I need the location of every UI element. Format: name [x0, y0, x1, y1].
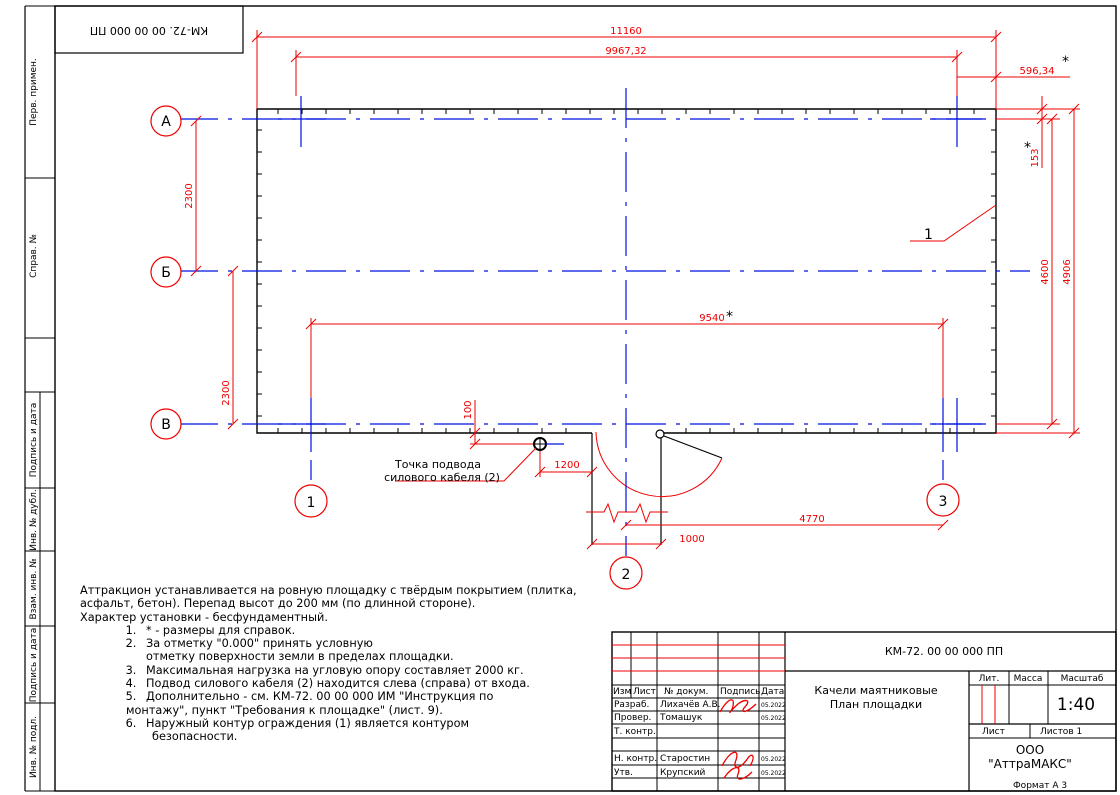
svg-text:Томашук: Томашук: [659, 713, 703, 723]
strip-inv-dubl: Инв. № дубл.: [29, 489, 39, 551]
rotated-doc-code: КМ-72. 00 00 000 ПП: [90, 24, 208, 37]
axis-bubble-b: Б: [150, 256, 182, 288]
title-block: Изм Лист № докум. Подпись Дата Разраб. Л…: [611, 631, 1117, 792]
tb-format: Формат А 3: [1013, 781, 1067, 791]
dim-9967: 9967,32: [605, 46, 646, 57]
signature-razrab: [719, 699, 757, 714]
tb-name-2: План площадки: [830, 698, 922, 711]
callout-fence-number: 1: [924, 227, 933, 243]
dim-1000: 1000: [679, 534, 704, 545]
strip-sprav-no: Справ. №: [29, 234, 39, 278]
svg-text:05.2022: 05.2022: [761, 770, 786, 777]
svg-text:№ докум.: № докум.: [664, 687, 708, 697]
strip-podpis-data-2: Подпись и дата: [29, 628, 39, 703]
note-6: Наружный контур ограждения (1) является …: [140, 717, 600, 744]
svg-text:Лист: Лист: [633, 687, 656, 697]
svg-text:В: В: [161, 417, 171, 433]
svg-text:Утв.: Утв.: [614, 768, 633, 778]
svg-text:Листов 1: Листов 1: [1040, 727, 1082, 737]
note-1: * - размеры для справок.: [140, 624, 600, 637]
note-intro-3: Характер установки - бесфундаментный.: [80, 610, 328, 624]
svg-text:3: 3: [939, 494, 948, 510]
svg-text:Лист: Лист: [982, 727, 1005, 737]
svg-text:Б: Б: [161, 265, 171, 281]
svg-text:05.2022: 05.2022: [761, 756, 786, 763]
left-strip: Перв. примен. Справ. № Подпись и дата Ин…: [24, 5, 55, 792]
rotated-code-box: КМ-72. 00 00 000 ПП: [54, 5, 244, 54]
dim-100: 100: [463, 400, 474, 419]
axis-lines: [178, 88, 1030, 556]
gate-hinge: [655, 429, 665, 439]
note-2: За отметку "0.000" принять условнуюотмет…: [140, 637, 600, 664]
svg-text:Н. контр.: Н. контр.: [614, 754, 657, 764]
notes: Аттракцион устанавливается на ровную пло…: [80, 584, 600, 744]
callouts: 1 Точка подвода силового кабеля (2): [384, 204, 997, 484]
svg-text:1: 1: [307, 495, 316, 511]
dimensions: [190, 30, 1080, 550]
svg-text:Дата: Дата: [761, 687, 784, 697]
tb-code: КМ-72. 00 00 000 ПП: [885, 645, 1003, 658]
svg-text:Т. контр.: Т. контр.: [613, 727, 656, 737]
dim-2300-upper: 2300: [184, 183, 195, 208]
tb-scale: 1:40: [1057, 695, 1095, 715]
dim-596: 596,34: [1020, 66, 1055, 77]
svg-text:Лихачёв А.В.: Лихачёв А.В.: [660, 700, 721, 710]
signature-utv: [723, 767, 753, 780]
dim-4770: 4770: [799, 514, 824, 525]
dim-1200: 1200: [554, 460, 579, 471]
svg-text:Масса: Масса: [1014, 674, 1043, 684]
dim-4600: 4600: [1040, 259, 1051, 284]
dim-4906: 4906: [1062, 259, 1073, 284]
svg-text:А: А: [161, 114, 171, 130]
axis-bubble-2: 2: [609, 556, 643, 590]
axis-bubble-1: 1: [294, 484, 328, 518]
svg-text:2: 2: [622, 567, 631, 583]
dim-596-star: *: [1062, 54, 1069, 70]
svg-text:Старостин: Старостин: [660, 754, 710, 764]
note-3: Максимальная нагрузка на угловую опору с…: [140, 664, 600, 677]
svg-text:05.2022: 05.2022: [761, 715, 786, 722]
sheet-frame: [54, 5, 1117, 792]
cable-label-line1: Точка подвода: [394, 458, 481, 471]
strip-vzam-inv: Взам. инв. №: [29, 558, 39, 619]
note-4: Подвод силового кабеля (2) находится сле…: [140, 677, 600, 690]
dim-153-star: *: [1024, 140, 1031, 156]
dim-2300-lower: 2300: [221, 380, 232, 405]
axis-bubble-v: В: [150, 408, 182, 440]
strip-inv-podl: Инв. № подл.: [29, 716, 39, 778]
svg-text:Изм: Изм: [613, 687, 631, 697]
axis-bubbles: А Б В 1 2 3: [150, 105, 960, 590]
dim-153: 153: [1030, 148, 1041, 167]
note-5: Дополнительно - см. КМ-72. 00 00 000 ИМ …: [126, 690, 600, 717]
svg-text:Разраб.: Разраб.: [614, 700, 649, 710]
note-intro-1: Аттракцион устанавливается на ровную пло…: [80, 584, 577, 597]
axis-bubble-a: А: [150, 105, 182, 137]
strip-perv-primen: Перв. примен.: [29, 58, 39, 126]
note-intro-2: асфальт, бетон). Перепад высот до 200 мм…: [80, 597, 476, 611]
svg-text:Лит.: Лит.: [979, 674, 1000, 684]
tb-org-1: ООО: [1016, 743, 1044, 757]
dim-9540-star: *: [726, 309, 733, 325]
axis-bubble-3: 3: [926, 483, 960, 517]
svg-text:05.2022: 05.2022: [761, 702, 786, 709]
strip-podpis-data-1: Подпись и дата: [29, 403, 39, 478]
svg-text:Крупский: Крупский: [660, 768, 706, 778]
svg-text:Провер.: Провер.: [614, 713, 651, 723]
dimension-labels: 11160 9967,32 596,34 * 153 * 4600 4906 2…: [184, 26, 1073, 545]
cable-label-line2: силового кабеля (2): [384, 471, 500, 484]
dim-9540: 9540: [699, 313, 724, 324]
svg-text:Подпись: Подпись: [720, 687, 760, 697]
tb-org-2: "АттраМАКС": [988, 757, 1072, 771]
tb-name-1: Качели маятниковые: [814, 684, 937, 697]
notes-list: * - размеры для справок. За отметку "0.0…: [80, 624, 600, 744]
dim-11160: 11160: [610, 26, 642, 37]
svg-text:Масштаб: Масштаб: [1061, 674, 1104, 684]
